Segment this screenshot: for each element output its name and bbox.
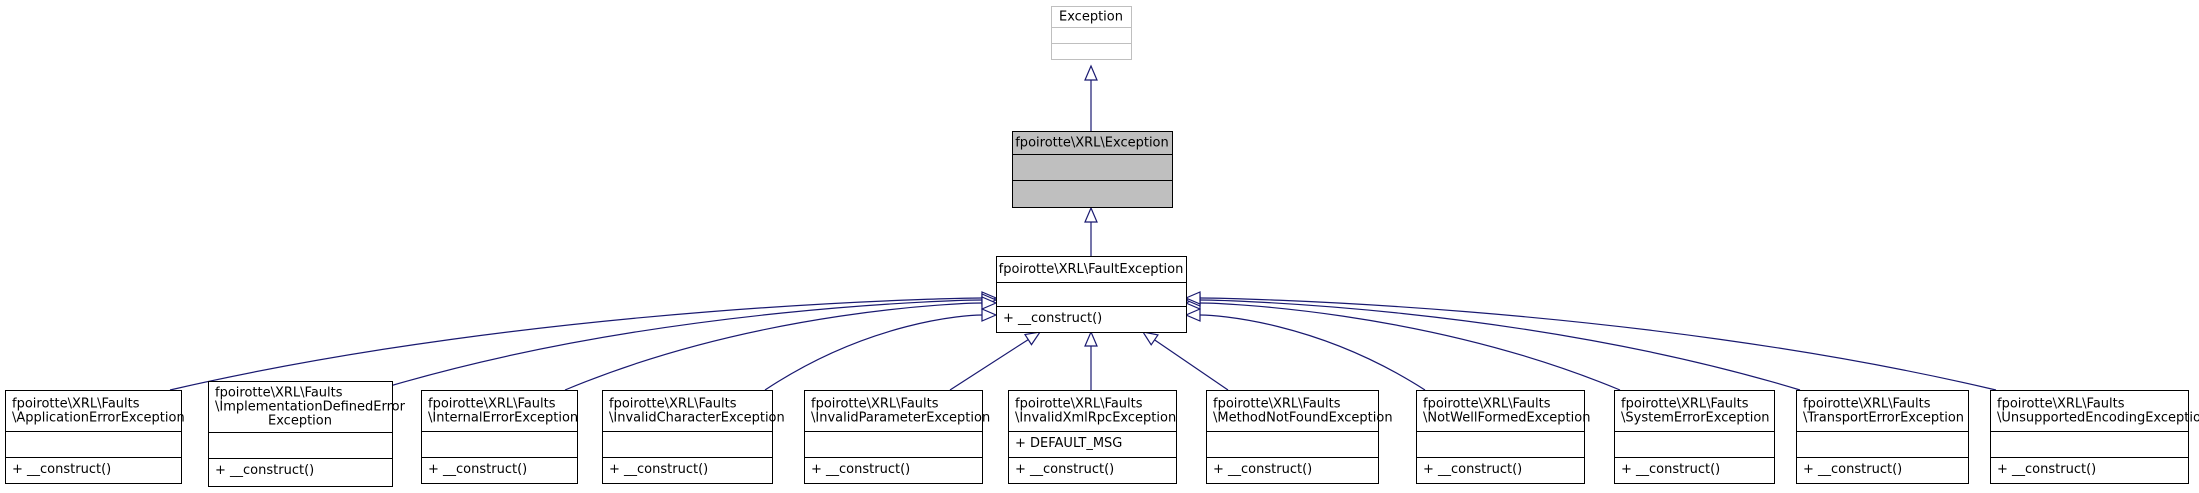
class-name-line: \InvalidCharacterException [609, 411, 785, 426]
class-method: + __construct() [1015, 462, 1114, 477]
class-name-line: \InvalidXmlRpcException [1015, 411, 1176, 426]
inheritance-arrowhead [1023, 331, 1042, 346]
inheritance-edge [564, 302, 983, 391]
class-method: + __construct() [12, 462, 111, 477]
class-box [996, 256, 1187, 333]
inheritance-arrowhead [1184, 308, 1201, 322]
class-node-transporterrorexception: fpoirotte\XRL\Faults\TransportErrorExcep… [1796, 390, 1969, 484]
class-name-line: \ApplicationErrorException [12, 411, 185, 426]
class-method: + __construct() [1803, 462, 1902, 477]
inheritance-edge [1199, 302, 1621, 391]
class-method: + __construct() [215, 463, 314, 478]
class-name-line: \ImplementationDefinedError [215, 400, 406, 415]
class-name-line: fpoirotte\XRL\Faults [811, 397, 939, 412]
inheritance-edge [1199, 299, 1801, 391]
class-name-line: fpoirotte\XRL\Faults [1621, 397, 1749, 412]
class-box [1012, 131, 1173, 208]
class-name-line: \InternalErrorException [428, 411, 578, 426]
class-method: + __construct() [428, 462, 527, 477]
class-method: + __construct() [1423, 462, 1522, 477]
class-box [1416, 390, 1585, 484]
class-box [421, 390, 578, 484]
class-method: + __construct() [609, 462, 708, 477]
class-name-line: \TransportErrorException [1803, 411, 1964, 426]
inheritance-edge [949, 339, 1029, 391]
class-box [1206, 390, 1379, 484]
class-name-line: fpoirotte\XRL\Faults [215, 386, 343, 401]
class-name-line: \InvalidParameterException [811, 411, 990, 426]
class-name-line: \UnsupportedEncodingException [1997, 411, 2199, 426]
inheritance-edge [764, 314, 983, 391]
class-name-line: fpoirotte\XRL\Faults [428, 397, 556, 412]
class-box [1051, 6, 1132, 60]
class-node-notwellformedexception: fpoirotte\XRL\Faults\NotWellFormedExcept… [1416, 390, 1590, 484]
class-method: + __construct() [1213, 462, 1312, 477]
class-node-invalidcharacterexception: fpoirotte\XRL\Faults\InvalidCharacterExc… [602, 390, 785, 484]
class-node-unsupportedencodingexception: fpoirotte\XRL\Faults\UnsupportedEncoding… [1990, 390, 2199, 484]
inheritance-edge [389, 299, 983, 387]
inheritance-arrowhead [1084, 330, 1098, 347]
inheritance-edges [169, 64, 1997, 391]
inheritance-arrowhead [1141, 331, 1159, 346]
class-box [208, 381, 393, 487]
class-node-methodnotfoundexception: fpoirotte\XRL\Faults\MethodNotFoundExcep… [1206, 390, 1393, 484]
class-name-line: fpoirotte\XRL\Faults [1213, 397, 1341, 412]
inheritance-edge [1199, 297, 1997, 391]
class-node-fpoirotte-xrl-exception: fpoirotte\XRL\Exception [1012, 131, 1173, 208]
class-name-line: Exception [1059, 10, 1123, 25]
class-box [5, 390, 182, 484]
class-name-line: \NotWellFormedException [1423, 411, 1590, 426]
inheritance-arrowhead [1084, 206, 1098, 223]
class-box [1614, 390, 1775, 484]
class-node-invalidparameterexception: fpoirotte\XRL\Faults\InvalidParameterExc… [804, 390, 990, 484]
inheritance-arrowhead [1084, 64, 1098, 81]
class-name-line: fpoirotte\XRL\Faults [1803, 397, 1931, 412]
class-node-applicationerrorexception: fpoirotte\XRL\Faults\ApplicationErrorExc… [5, 390, 185, 484]
class-box [1008, 390, 1177, 484]
inheritance-arrowhead [981, 308, 998, 322]
class-name-line: fpoirotte\XRL\Faults [609, 397, 737, 412]
class-attribute: + DEFAULT_MSG [1015, 436, 1122, 451]
class-box [602, 390, 773, 484]
class-name-line: fpoirotte\XRL\Faults [1015, 397, 1143, 412]
class-name-line: fpoirotte\XRL\Faults [12, 397, 140, 412]
inheritance-edge [169, 297, 983, 391]
class-nodes: Exception fpoirotte\XRL\Exception fpoirott… [5, 6, 2199, 487]
class-node-internalerrorexception: fpoirotte\XRL\Faults\InternalErrorExcept… [421, 390, 578, 484]
inheritance-edge [1199, 314, 1426, 391]
class-name-line: fpoirotte\XRL\Exception [1015, 136, 1169, 151]
class-name-line: fpoirotte\XRL\Faults [1997, 397, 2125, 412]
inheritance-arrowhead [1184, 291, 1201, 305]
class-node-systemerrorexception: fpoirotte\XRL\Faults\SystemErrorExceptio… [1614, 390, 1775, 484]
class-method: + __construct() [1003, 311, 1102, 326]
class-box [1796, 390, 1969, 484]
class-node-exception: Exception [1051, 6, 1132, 60]
class-name-line: Exception [268, 414, 332, 429]
class-node-fpoirotte-xrl-faultexception: fpoirotte\XRL\FaultException + __construc… [996, 256, 1187, 333]
class-method: + __construct() [811, 462, 910, 477]
class-name-line: fpoirotte\XRL\Faults [1423, 397, 1551, 412]
class-box [1990, 390, 2189, 484]
inheritance-edge [1154, 339, 1229, 391]
class-name-line: fpoirotte\XRL\FaultException [999, 262, 1184, 277]
class-name-line: \MethodNotFoundException [1213, 411, 1393, 426]
class-name-line: \SystemErrorException [1621, 411, 1770, 426]
class-method: + __construct() [1997, 462, 2096, 477]
class-box [804, 390, 983, 484]
class-node-invalidxmlrpcexception: fpoirotte\XRL\Faults\InvalidXmlRpcExcept… [1008, 390, 1177, 484]
inheritance-arrowhead [981, 296, 998, 310]
class-method: + __construct() [1621, 462, 1720, 477]
class-node-exception: fpoirotte\XRL\Faults\ImplementationDefin… [208, 381, 406, 487]
